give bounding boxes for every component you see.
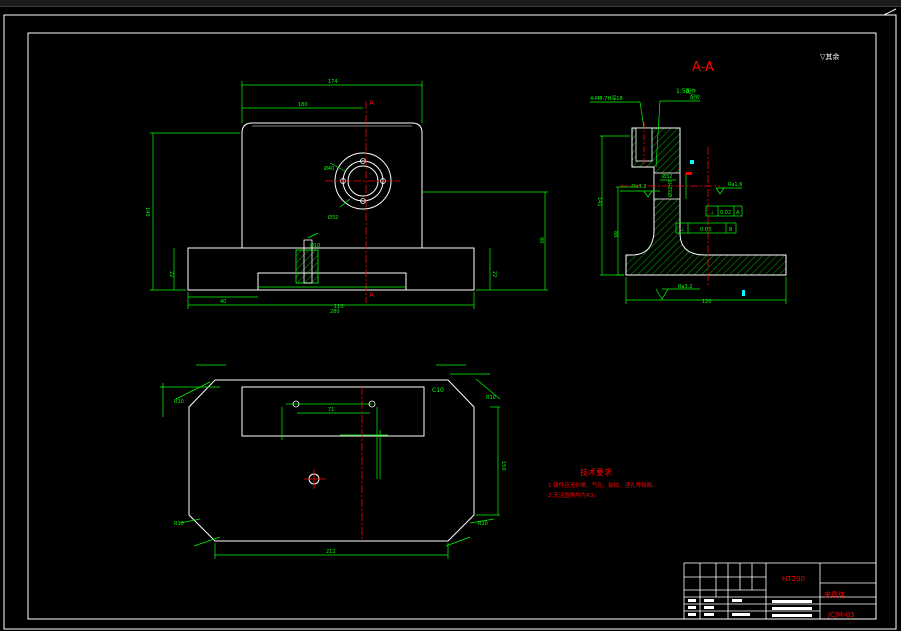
front-upright-outline xyxy=(241,122,423,248)
dim-section-tol: Ø32H7 xyxy=(667,180,674,197)
tech-line-2: 2.无注圆角均为R3。 xyxy=(548,491,599,499)
front-view: A A 174 180 140 90 22 22 Ø40 Ø32 Ø10 110… xyxy=(144,79,548,315)
front-bolt-hole xyxy=(360,158,366,164)
title-block xyxy=(683,562,877,620)
inner-drawing-frame xyxy=(27,32,877,620)
corner-roughness-note: ▽其余 xyxy=(820,52,839,61)
dim-overall-top: 174 xyxy=(328,79,338,85)
datum-marker xyxy=(742,290,745,296)
corner-mark xyxy=(883,8,897,16)
title-part-name: 夹具体 xyxy=(824,590,845,599)
roughness-1: Ra3.2 xyxy=(632,184,646,190)
dim-bottom-inner: 110 xyxy=(334,304,344,310)
dim-height-left: 140 xyxy=(144,207,150,217)
title-block-fills xyxy=(688,599,812,617)
front-base xyxy=(187,247,475,291)
dim-small-bore: Ø10 xyxy=(310,242,320,249)
note-taper-sub2: 配铰 xyxy=(690,94,700,101)
window-toolbar-strip xyxy=(0,0,901,7)
technical-requirements: 技术要求 1.铸件应无砂眼、气孔、裂纹、渣孔等缺陷。 2.无注圆角均为R3。 xyxy=(548,467,658,499)
section-view: A-A 4-M8-7H深18 1:50 配作 xyxy=(590,60,787,305)
note-taper-sub: 配作 xyxy=(686,88,696,95)
roughness-3: Ra3.2 xyxy=(678,284,692,290)
dim-section-dia: Ø32 xyxy=(662,173,672,180)
plan-outline xyxy=(188,379,475,542)
note-holes: 4-M8-7H深18 xyxy=(590,95,623,102)
tech-title: 技术要求 xyxy=(580,467,612,477)
note-taper: 1:50 xyxy=(676,88,690,95)
dim-bore-outer: Ø40 xyxy=(324,165,334,172)
outer-sheet-border xyxy=(3,14,897,630)
corner-label-bl: R10 xyxy=(174,521,184,527)
datum-marker xyxy=(690,160,694,164)
gdt-1-ref: A xyxy=(736,210,740,216)
dim-section-height-mid: 88 xyxy=(612,231,618,237)
title-material: HT200 xyxy=(782,575,805,583)
roughness-symbol xyxy=(715,187,725,195)
dim-upper-top: 180 xyxy=(298,102,308,108)
dim-height-right: 90 xyxy=(538,237,544,243)
section-title: A-A xyxy=(692,60,714,75)
gdt-1-symbol: ⊥ xyxy=(710,210,714,216)
plan-view: 212 150 71 C10 R10 R10 R10 R10 xyxy=(160,364,506,559)
gdt-1-value: 0.02 xyxy=(720,210,731,216)
roughness-2: Ra1.6 xyxy=(728,182,742,188)
section-body-hatched xyxy=(625,127,787,276)
dim-section-width-bottom: 120 xyxy=(702,299,712,305)
front-dowel-section xyxy=(295,249,319,284)
datum-marker xyxy=(686,172,692,175)
dim-plan-height: 150 xyxy=(500,461,506,471)
gdt-2-ref: B xyxy=(729,227,733,233)
corner-label-tl: R10 xyxy=(174,399,184,405)
dim-plan-chamfer: C10 xyxy=(432,387,444,394)
dim-plan-inner: 71 xyxy=(328,407,334,413)
cad-drawing-canvas[interactable]: A A 174 180 140 90 22 22 Ø40 Ø32 Ø10 110… xyxy=(0,7,901,631)
dim-bore-inner: Ø32 xyxy=(328,214,338,221)
dim-base-right: 22 xyxy=(491,271,497,277)
dim-plan-bottom: 212 xyxy=(326,549,336,555)
front-bolt-hole xyxy=(360,198,366,204)
plan-hole xyxy=(292,400,300,408)
section-mark-bottom: A xyxy=(369,291,374,299)
plan-hole xyxy=(368,400,376,408)
corner-label-br: R10 xyxy=(478,521,488,527)
plan-slot xyxy=(241,386,425,437)
title-drawing-no: JCJM-03 xyxy=(827,611,855,619)
section-tapped-hole xyxy=(635,127,653,162)
tech-line-1: 1.铸件应无砂眼、气孔、裂纹、渣孔等缺陷。 xyxy=(548,481,658,489)
gdt-2-value: 0.03 xyxy=(700,227,711,233)
roughness-symbol xyxy=(655,288,669,300)
dim-section-height-total: 141 xyxy=(596,197,602,207)
dim-base-left: 22 xyxy=(168,271,174,277)
gdt-2-symbol: ⊥ xyxy=(680,227,684,233)
roughness-symbol xyxy=(643,190,653,198)
section-mark-top: A xyxy=(369,99,374,107)
front-base-groove xyxy=(257,272,407,290)
front-dowel-pin xyxy=(303,239,313,284)
corner-label-tr: R10 xyxy=(486,395,496,401)
dim-bottom-left: 40 xyxy=(220,299,226,305)
dim-overall-bottom: 280 xyxy=(330,309,340,315)
